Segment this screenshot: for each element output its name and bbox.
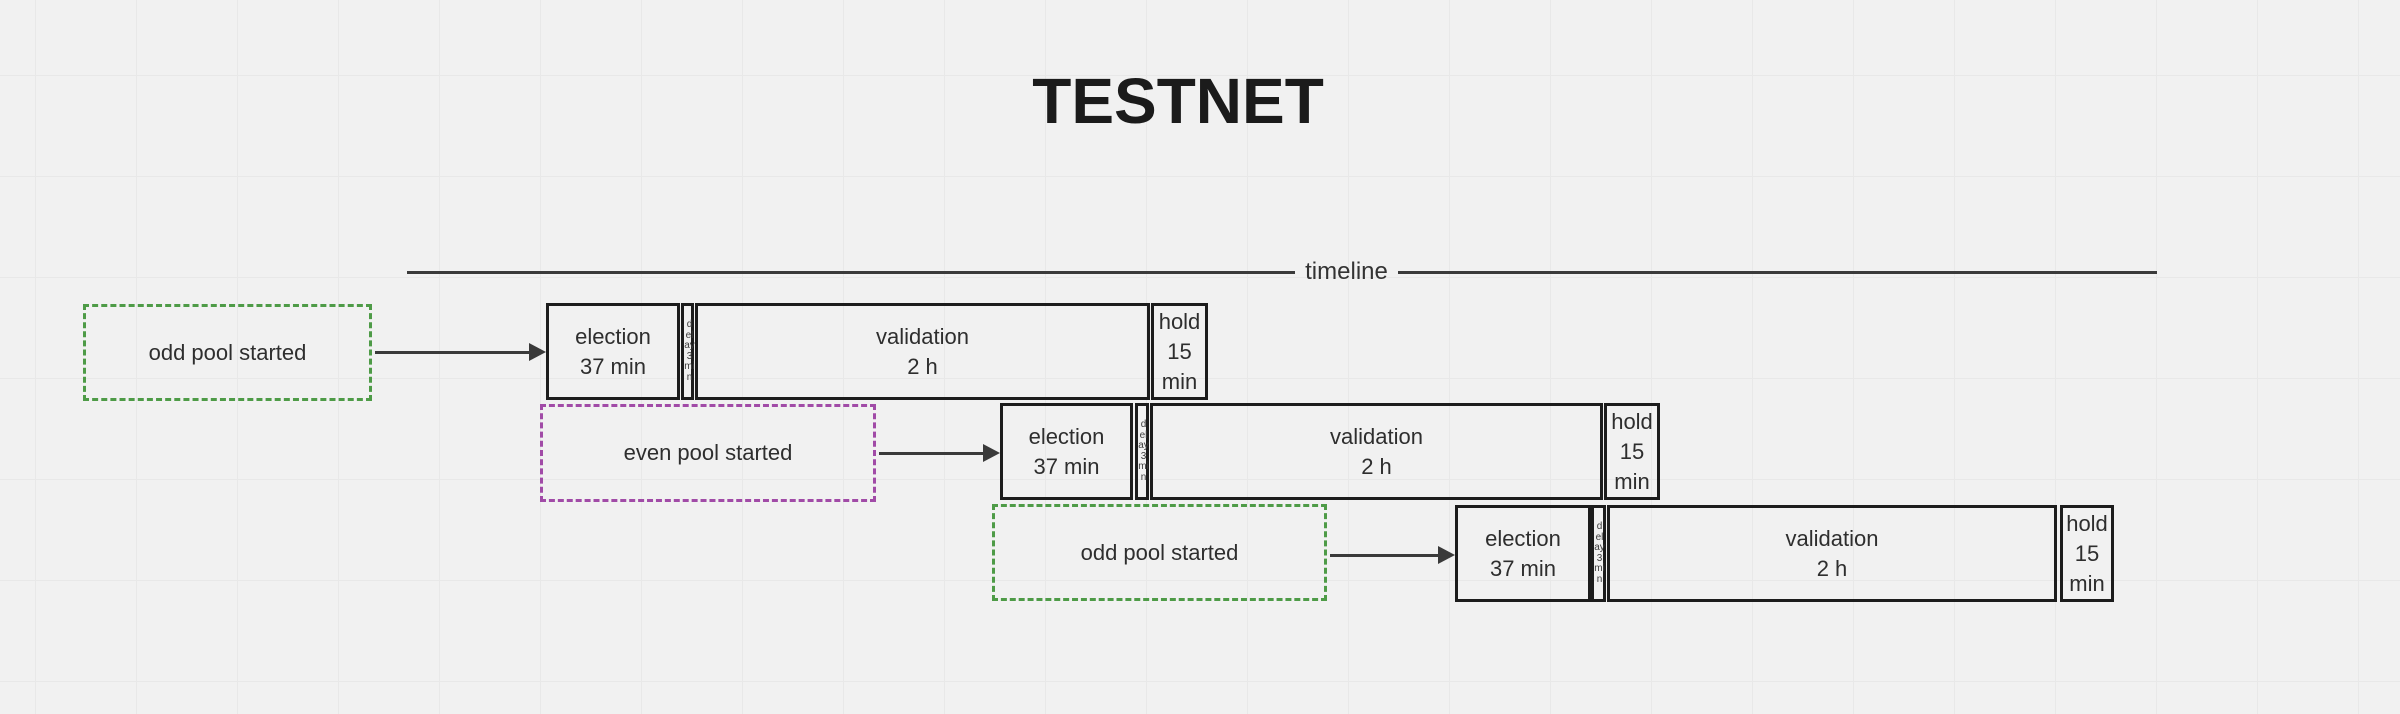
phase-duration: 2 h (1361, 453, 1392, 479)
delay-label: delay 3 min (1138, 419, 1149, 483)
phase-label: validation (876, 323, 969, 349)
phase-delay-box-3[interactable]: delay 3 min (1591, 505, 1606, 602)
phase-hold-box-1[interactable]: hold 15 min (1151, 303, 1208, 400)
delay-label: delay 3 min (1594, 521, 1605, 585)
arrowhead-icon (529, 343, 546, 361)
phase-validation-box-2[interactable]: validation 2 h (1150, 403, 1603, 500)
phase-duration: 15 min (2069, 540, 2105, 596)
arrowhead-icon (1438, 546, 1455, 564)
arrowhead-icon (983, 444, 1000, 462)
phase-validation-box-3[interactable]: validation 2 h (1607, 505, 2057, 602)
phase-duration: 2 h (1816, 555, 1848, 581)
pool-start-box-odd-2[interactable]: odd pool started (992, 504, 1327, 601)
phase-label: validation (1330, 423, 1423, 449)
phase-duration: 37 min (1033, 453, 1100, 479)
phase-label: validation (1785, 525, 1879, 551)
phase-label: election (1485, 525, 1561, 551)
phase-duration: 15 min (1614, 438, 1650, 494)
phase-label: hold (1611, 408, 1653, 434)
phase-election-box-1[interactable]: election 37 min (546, 303, 680, 400)
pool-start-box-odd-1[interactable]: odd pool started (83, 304, 372, 401)
phase-delay-box-1[interactable]: delay 3 min (681, 303, 695, 400)
arrow-shaft (1330, 554, 1442, 557)
pool-start-box-even[interactable]: even pool started (540, 404, 876, 502)
phase-hold-box-2[interactable]: hold 15 min (1604, 403, 1660, 500)
phase-validation-box-1[interactable]: validation 2 h (695, 303, 1150, 400)
phase-hold-box-3[interactable]: hold 15 min (2060, 505, 2114, 602)
pool-start-label: odd pool started (148, 339, 307, 365)
phase-label: hold (1158, 308, 1201, 334)
phase-duration: 37 min (1489, 555, 1557, 581)
phase-label: hold (2066, 510, 2108, 536)
pool-start-label: even pool started (623, 440, 793, 465)
phase-label: election (575, 323, 651, 349)
phase-duration: 15 min (1161, 338, 1198, 394)
arrow-shaft (879, 452, 987, 455)
timeline-label: timeline (1305, 258, 1388, 285)
delay-label: delay 3 min (684, 319, 695, 383)
phase-delay-box-2[interactable]: delay 3 min (1135, 403, 1149, 500)
arrow-shaft (375, 351, 533, 354)
diagram-title: TESTNET (1032, 65, 1324, 137)
phase-election-box-3[interactable]: election 37 min (1455, 505, 1591, 602)
phase-duration: 37 min (579, 353, 647, 379)
pool-start-label: odd pool started (1080, 539, 1239, 565)
phase-duration: 2 h (907, 353, 938, 379)
timeline-line-right (1398, 271, 2157, 274)
phase-election-box-2[interactable]: election 37 min (1000, 403, 1133, 500)
timeline-line-left (407, 271, 1295, 274)
phase-label: election (1028, 423, 1105, 449)
